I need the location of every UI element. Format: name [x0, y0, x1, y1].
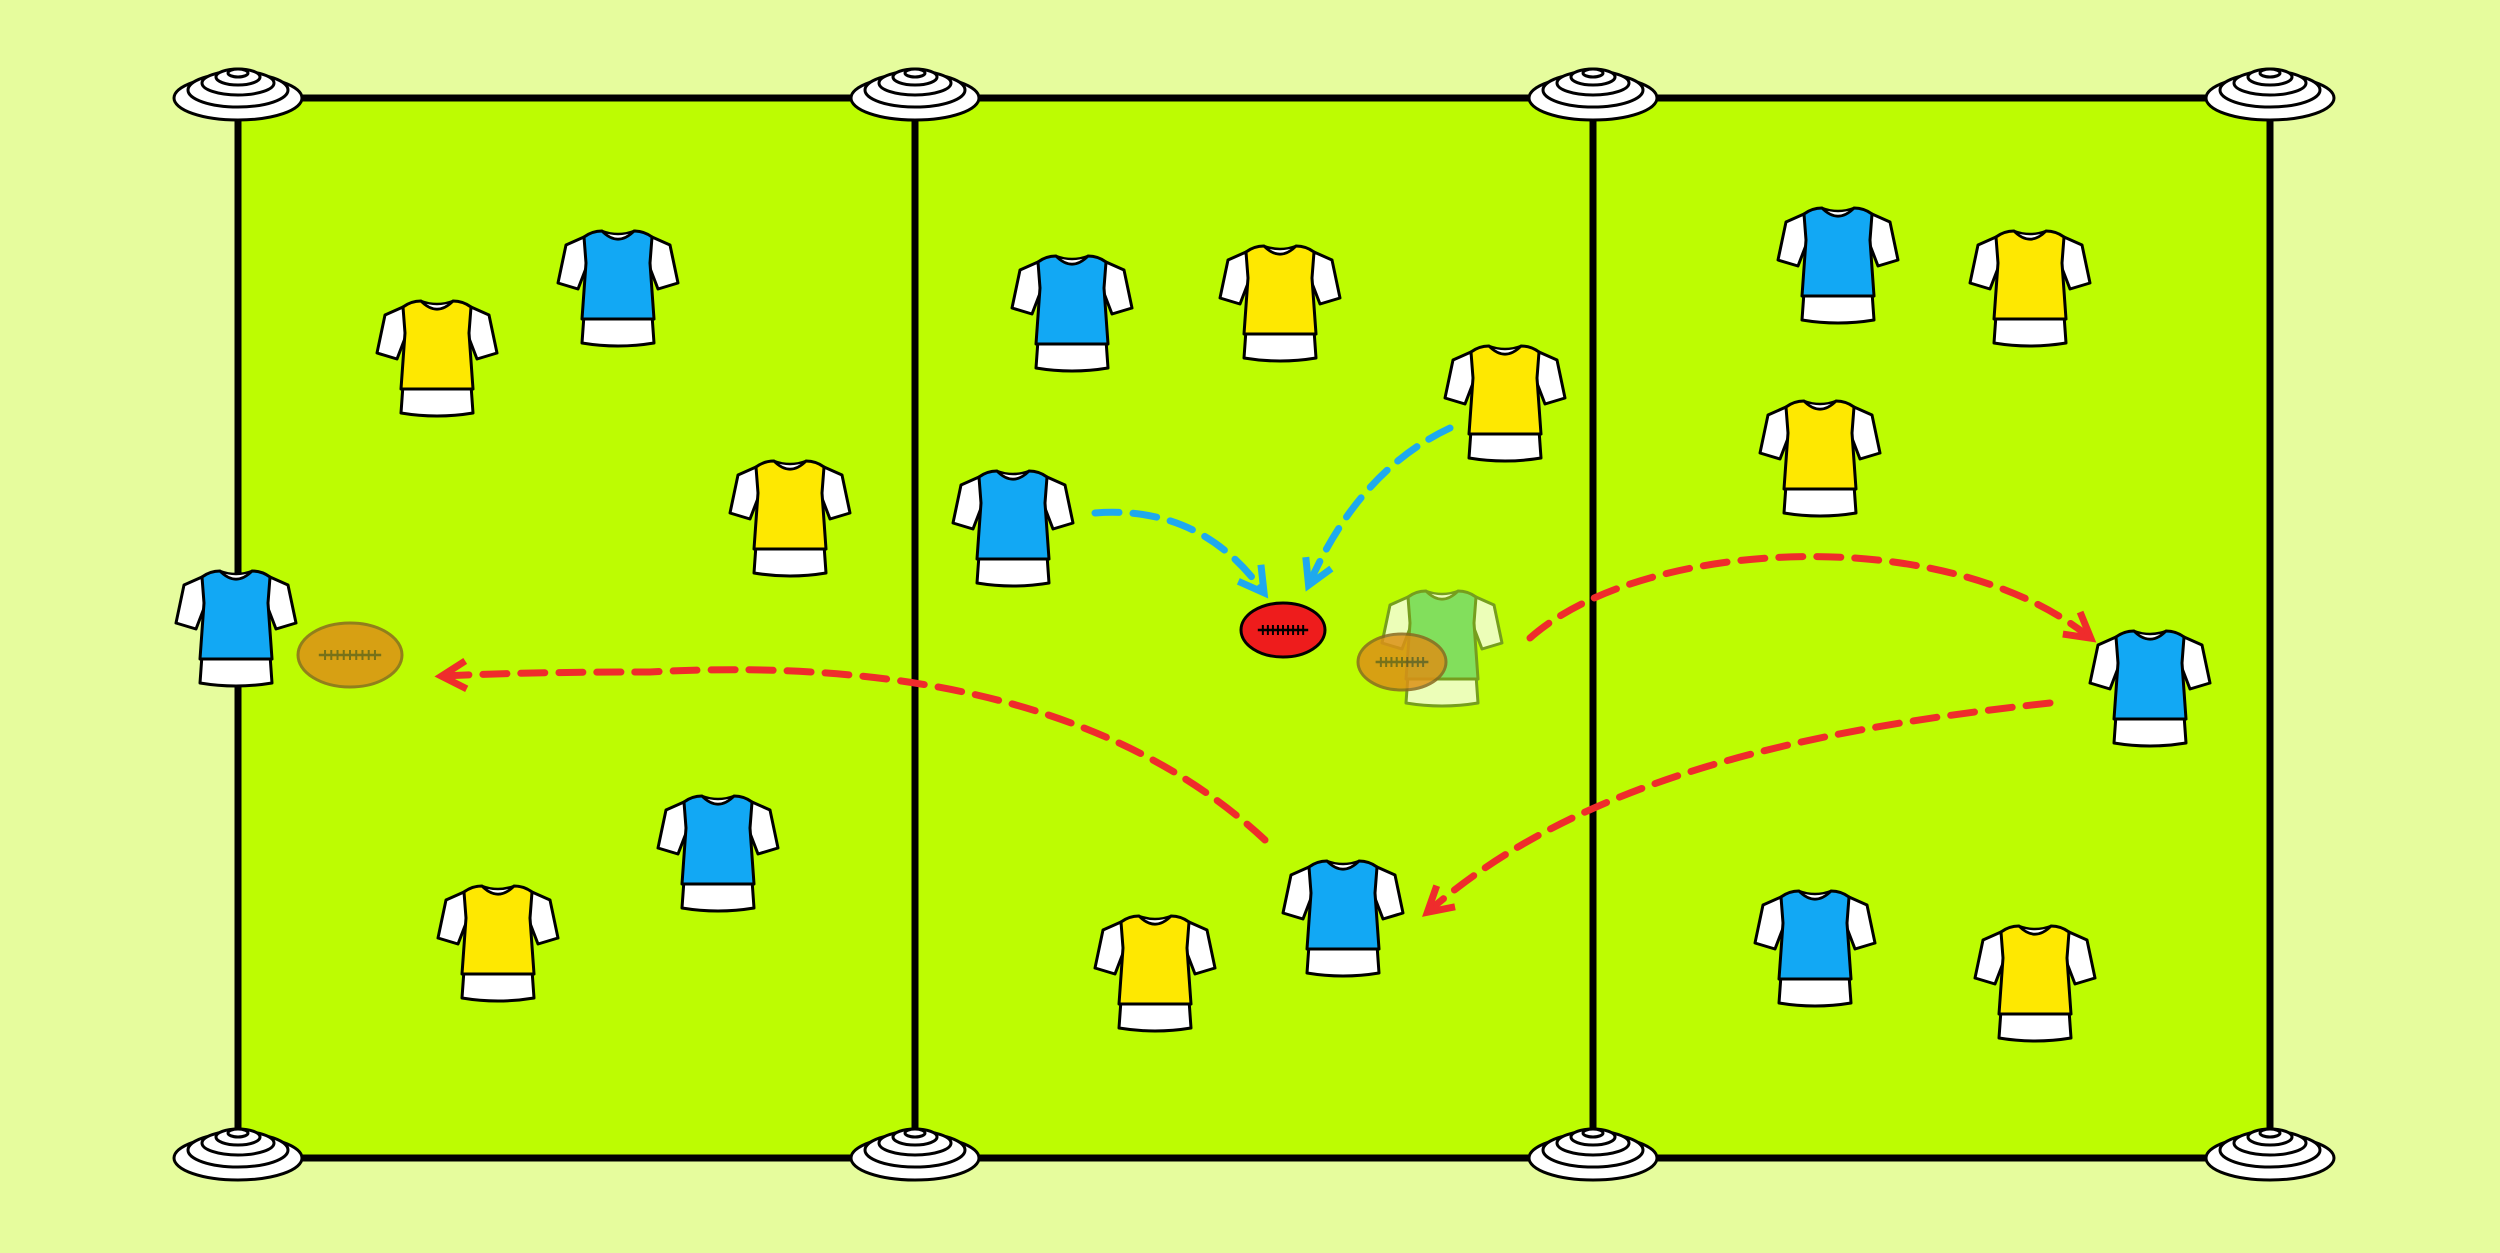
balls [296, 601, 1448, 692]
cones [172, 67, 2336, 1182]
player-bib-yellow [1968, 229, 2092, 348]
player-bib-blue [556, 229, 680, 348]
player-bib-yellow [1758, 399, 1882, 518]
player-bib-blue [1010, 254, 1134, 373]
training-cone-icon [1527, 67, 1659, 122]
rugby-ball-icon [1356, 632, 1448, 692]
player-bib-yellow [1093, 914, 1217, 1033]
player-bib-blue [951, 469, 1075, 588]
rugby-ball-icon [1239, 601, 1327, 659]
player-bib-yellow [1443, 344, 1567, 463]
player-bib-blue [2088, 629, 2212, 748]
player-bib-blue [1776, 206, 1900, 325]
support-arrow-left [1091, 508, 1269, 599]
training-cone-icon [2204, 67, 2336, 122]
player-bib-blue [1281, 859, 1405, 978]
player-bib-yellow [436, 884, 560, 1003]
player-bib-blue [656, 794, 780, 913]
player-bib-blue [1753, 889, 1877, 1008]
rugby-ball-icon [296, 621, 404, 689]
training-cone-icon [2204, 1127, 2336, 1182]
pass-arrow-to-left-player [434, 657, 1269, 844]
training-cone-icon [172, 1127, 304, 1182]
player-bib-blue [174, 569, 298, 688]
training-cone-icon [1527, 1127, 1659, 1182]
training-cone-icon [849, 1127, 981, 1182]
support-arrow-right [1302, 424, 1454, 592]
player-bib-yellow [375, 299, 499, 418]
pass-arrow-to-right-player [1526, 553, 2097, 643]
movement-arrows [434, 424, 2097, 917]
player-bib-yellow [1973, 924, 2097, 1043]
players [174, 206, 2212, 1043]
pass-arrow-to-center-player [1422, 699, 2054, 917]
player-bib-yellow [728, 459, 852, 578]
player-bib-yellow [1218, 244, 1342, 363]
training-cone-icon [172, 67, 304, 122]
training-cone-icon [849, 67, 981, 122]
